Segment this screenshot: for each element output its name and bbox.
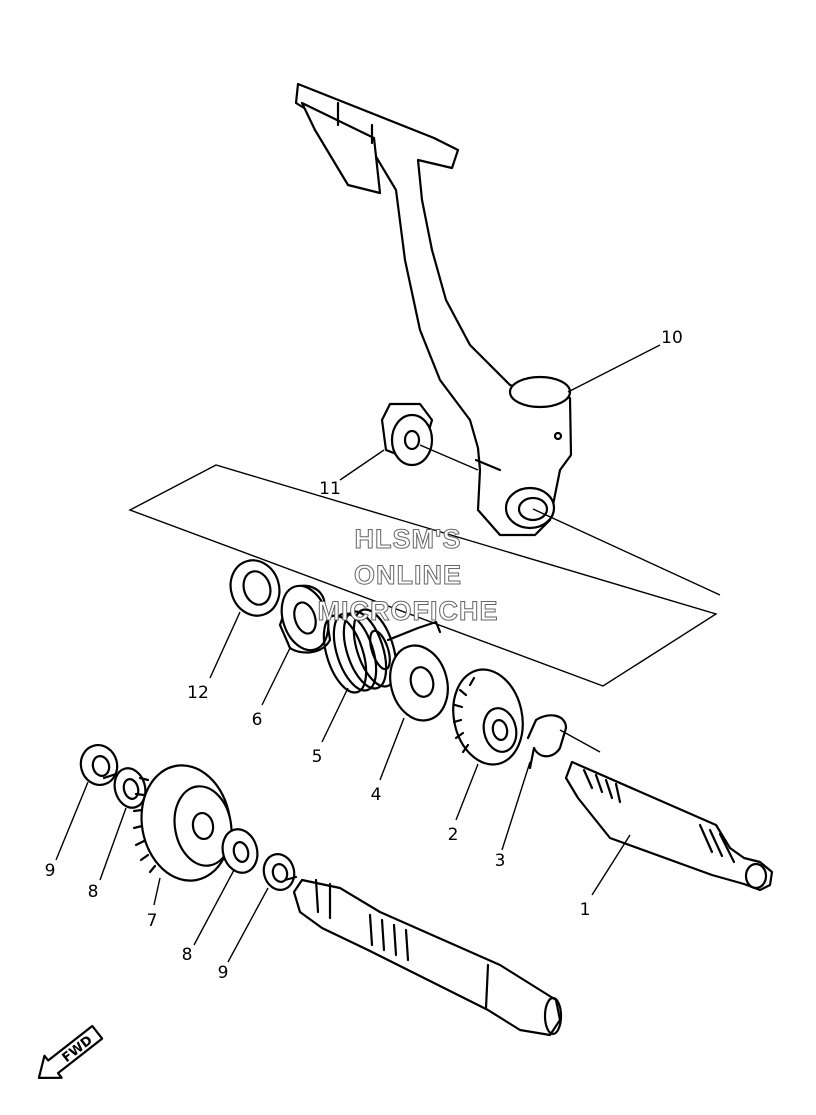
torsion-spring-5 — [322, 608, 442, 694]
callout-9a: 9 — [45, 861, 56, 881]
kick-idle-gear-7 — [132, 764, 233, 882]
fwd-arrow-icon — [37, 1024, 104, 1079]
kick-shaft-1 — [564, 760, 774, 892]
callout-3: 3 — [495, 851, 506, 871]
callout-7: 7 — [147, 911, 158, 931]
circlip-9a — [79, 744, 119, 786]
callout-4: 4 — [371, 785, 382, 805]
output-shaft — [292, 878, 563, 1037]
leader-lines — [55, 344, 661, 963]
callout-12: 12 — [187, 683, 209, 703]
watermark-line-2: ONLINE — [354, 560, 462, 590]
watermark-line-1: HLSM'S — [355, 524, 462, 554]
assembly-plane-outline — [128, 464, 718, 687]
callout-labels: 10 11 12 6 5 4 2 3 1 9 8 7 8 9 — [45, 328, 683, 983]
watermark: HLSM'S ONLINE MICROFICHE — [317, 524, 499, 627]
axis-line-lower — [559, 729, 601, 753]
callout-8b: 8 — [182, 945, 193, 965]
kick-crank-lever — [294, 82, 573, 537]
oil-seal-12 — [229, 559, 281, 617]
axis-line-upper — [532, 508, 721, 596]
fwd-arrow: FWD — [37, 1024, 104, 1079]
circlip-9b — [262, 853, 298, 891]
ratchet-2 — [452, 668, 524, 766]
leader-11-to-lever — [419, 444, 479, 471]
ratchet-clip-3 — [526, 714, 568, 770]
washer-4 — [389, 644, 449, 722]
callout-1: 1 — [580, 900, 591, 920]
callout-5: 5 — [312, 747, 323, 767]
callout-11: 11 — [319, 479, 341, 499]
spring-guide-6 — [278, 584, 332, 654]
callout-2: 2 — [448, 825, 459, 845]
callout-10: 10 — [661, 328, 683, 348]
callout-8a: 8 — [88, 882, 99, 902]
callout-9b: 9 — [218, 963, 229, 983]
kick-pedal — [300, 101, 382, 195]
watermark-line-3: MICROFICHE — [318, 596, 499, 626]
nut-11 — [380, 402, 434, 467]
washer-8a — [113, 767, 147, 809]
callout-6: 6 — [252, 710, 263, 730]
washer-8b — [221, 828, 259, 874]
